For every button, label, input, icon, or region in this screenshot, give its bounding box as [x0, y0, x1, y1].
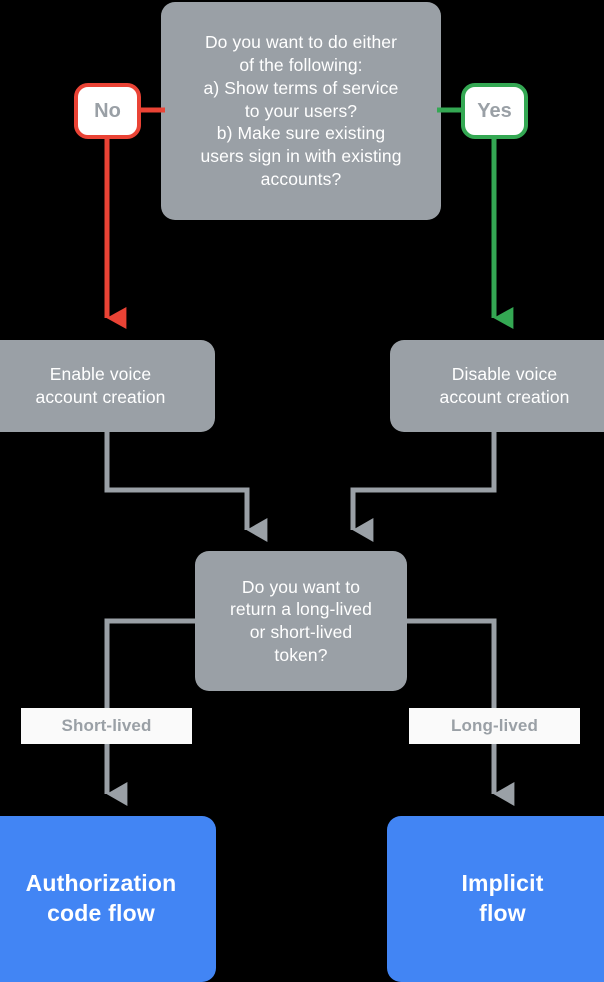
node-authorization-code-flow: Authorization code flow — [0, 816, 216, 982]
node-disable-voice-account-creation: Disable voice account creation — [390, 340, 604, 432]
branch-pill-no[interactable]: No — [74, 83, 141, 139]
edge-label-short-lived: Short-lived — [21, 708, 192, 744]
node-question-terms-of-service: Do you want to do either of the followin… — [161, 2, 441, 220]
branch-pill-yes[interactable]: Yes — [461, 83, 528, 139]
edge-enable-voice-to-token-question — [104, 432, 268, 542]
node-implicit-flow: Implicit flow — [387, 816, 604, 982]
node-enable-voice-account-creation: Enable voice account creation — [0, 340, 215, 432]
node-question-token-lifetime: Do you want to return a long-lived or sh… — [195, 551, 407, 691]
edge-label-long-lived: Long-lived — [409, 708, 580, 744]
edge-disable-voice-to-token-question — [350, 432, 497, 542]
